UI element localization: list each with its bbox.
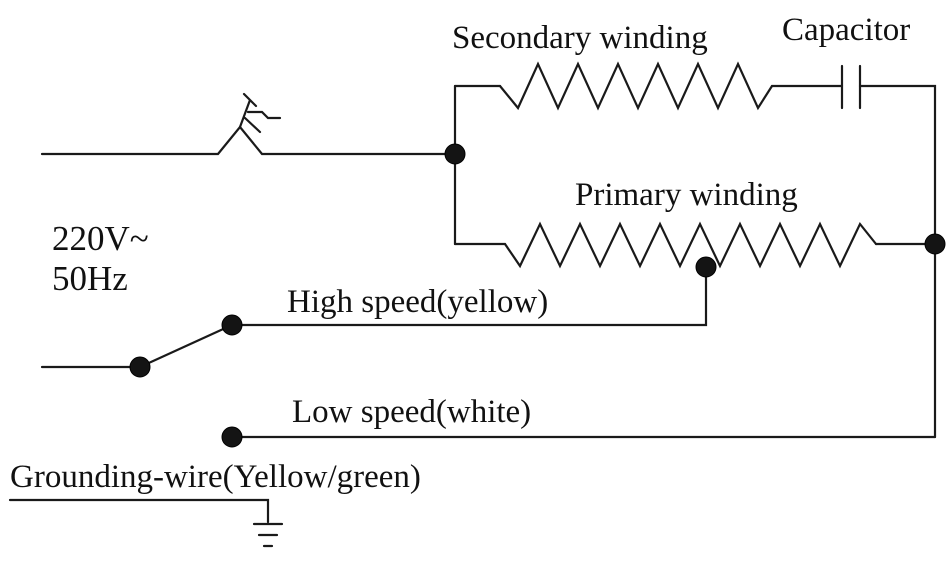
grounding-wire bbox=[8, 498, 270, 524]
junction-node-left bbox=[444, 143, 466, 165]
high-speed-label: High speed(yellow) bbox=[287, 284, 548, 320]
switch-low-contact bbox=[221, 426, 243, 448]
ground-icon bbox=[252, 522, 284, 548]
primary-winding-resistor bbox=[503, 221, 878, 269]
switch-blade bbox=[138, 323, 234, 369]
grounding-wire-label: Grounding-wire(Yellow/green) bbox=[10, 459, 421, 495]
capacitor-to-right-rail bbox=[858, 84, 937, 439]
switch-high-contact bbox=[221, 314, 243, 336]
frequency-label: 50Hz bbox=[52, 259, 128, 298]
secondary-winding-resistor bbox=[498, 61, 774, 111]
supply-line-top bbox=[40, 125, 457, 156]
junction-node-right bbox=[924, 233, 946, 255]
switch-pivot-node bbox=[129, 356, 151, 378]
thermal-protector-icon bbox=[238, 92, 282, 134]
voltage-label: 220V~ bbox=[52, 219, 149, 258]
primary-winding-label: Primary winding bbox=[575, 177, 798, 213]
high-speed-tap-wire bbox=[230, 265, 708, 327]
capacitor-label: Capacitor bbox=[782, 12, 910, 48]
low-speed-label: Low speed(white) bbox=[292, 394, 531, 430]
capacitor-icon bbox=[840, 64, 862, 110]
secondary-winding-label: Secondary winding bbox=[452, 20, 708, 56]
primary-tap-node bbox=[695, 256, 717, 278]
